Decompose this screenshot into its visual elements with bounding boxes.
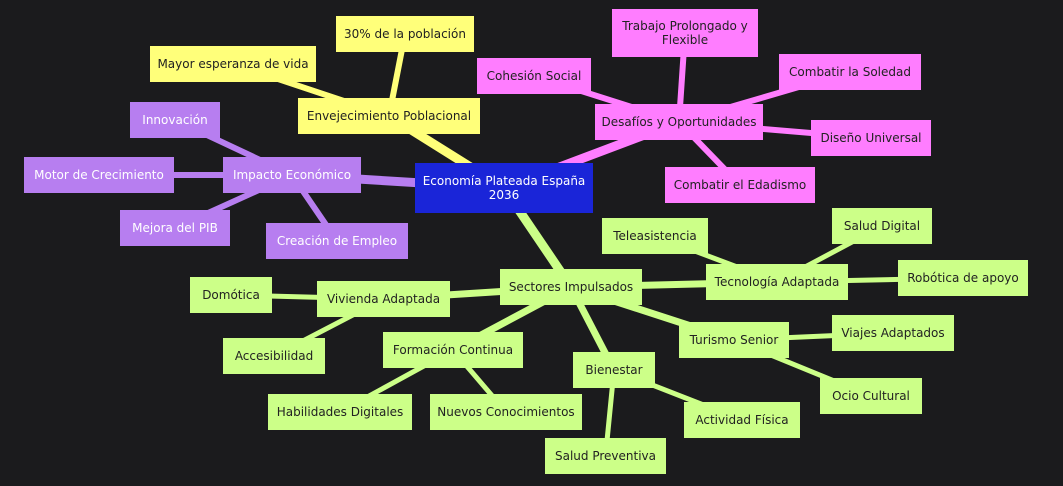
branch-envejecimiento-poblacional[interactable]: Envejecimiento Poblacional [298,98,480,134]
leaf-cohesion-social[interactable]: Cohesión Social [477,58,591,94]
leaf-accesibilidad[interactable]: Accesibilidad [223,338,325,374]
leaf-domotica[interactable]: Domótica [190,277,272,313]
sub-turismo-senior[interactable]: Turismo Senior [679,322,789,358]
leaf-combatir-la-soledad[interactable]: Combatir la Soledad [779,54,921,90]
leaf-trabajo-prolongado-y-flexible[interactable]: Trabajo Prolongado y Flexible [612,9,758,57]
branch-impacto-economico[interactable]: Impacto Económico [223,157,361,193]
root-node[interactable]: Economía Plateada España 2036 [415,163,593,213]
sub-bienestar[interactable]: Bienestar [573,352,655,388]
leaf-creacion-de-empleo[interactable]: Creación de Empleo [266,223,408,259]
leaf-ocio-cultural[interactable]: Ocio Cultural [820,378,922,414]
sub-formacion-continua[interactable]: Formación Continua [383,332,523,368]
leaf-teleasistencia[interactable]: Teleasistencia [602,218,708,254]
leaf-mayor-esperanza-de-vida[interactable]: Mayor esperanza de vida [150,46,316,82]
leaf-robotica-de-apoyo[interactable]: Robótica de apoyo [898,260,1028,296]
leaf-actividad-fisica[interactable]: Actividad Física [684,402,800,438]
leaf-innovacion[interactable]: Innovación [130,102,220,138]
leaf-30-de-la-poblacion[interactable]: 30% de la población [336,16,474,52]
branch-sectores-impulsados[interactable]: Sectores Impulsados [500,269,642,305]
leaf-diseno-universal[interactable]: Diseño Universal [811,120,931,156]
leaf-nuevos-conocimientos[interactable]: Nuevos Conocimientos [430,394,582,430]
leaf-combatir-el-edadismo[interactable]: Combatir el Edadismo [665,167,815,203]
leaf-salud-digital[interactable]: Salud Digital [832,208,932,244]
leaf-motor-de-crecimiento[interactable]: Motor de Crecimiento [24,157,174,193]
branch-desafios-y-oportunidades[interactable]: Desafíos y Oportunidades [595,104,763,140]
leaf-viajes-adaptados[interactable]: Viajes Adaptados [832,315,954,351]
leaf-mejora-del-pib[interactable]: Mejora del PIB [120,210,230,246]
sub-vivienda-adaptada[interactable]: Vivienda Adaptada [317,281,450,317]
leaf-salud-preventiva[interactable]: Salud Preventiva [545,438,666,474]
leaf-habilidades-digitales[interactable]: Habilidades Digitales [268,394,412,430]
sub-tecnologia-adaptada[interactable]: Tecnología Adaptada [706,264,848,300]
